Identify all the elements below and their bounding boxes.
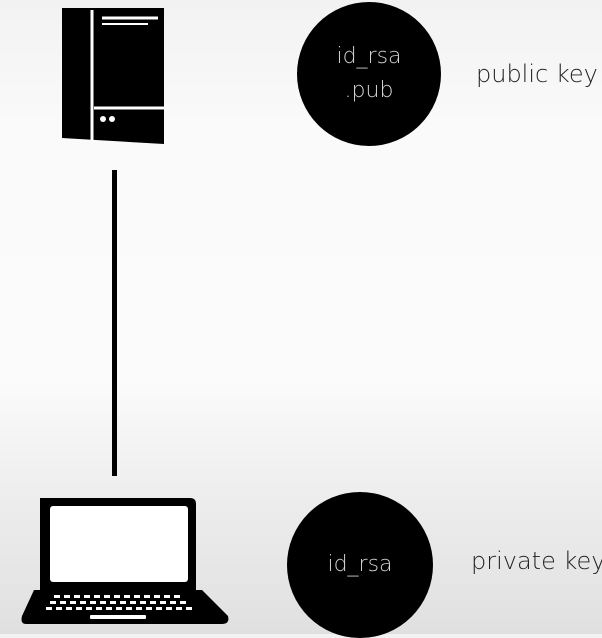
laptop-icon [21, 498, 229, 624]
private-key-circle: id_rsa [287, 492, 433, 638]
public-key-extension: .pub [344, 78, 394, 103]
public-key-label: public key [476, 60, 598, 88]
public-key-circle: id_rsa .pub [297, 2, 441, 146]
private-key-label: private key [471, 547, 602, 575]
private-key-filename: id_rsa [327, 552, 393, 577]
server-icon [62, 8, 164, 144]
connection-line [112, 170, 117, 476]
public-key-filename: id_rsa [336, 44, 402, 69]
